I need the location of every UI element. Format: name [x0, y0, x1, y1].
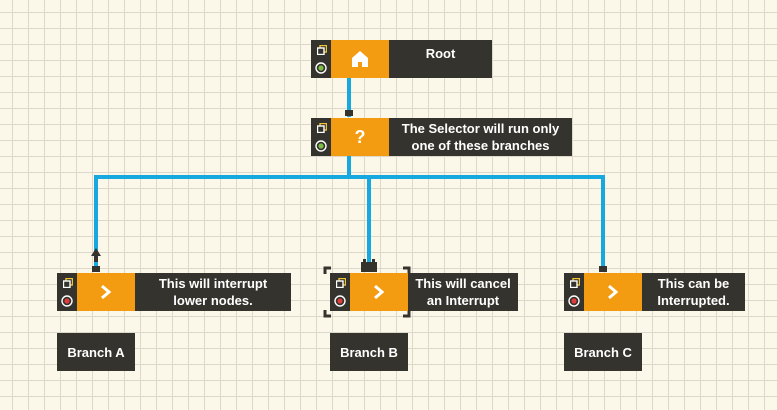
branch-b-node-text: This will cancel an Interrupt [408, 273, 518, 311]
interrupt-arrow-icon [91, 248, 101, 262]
branch-a-label[interactable]: Branch A [57, 333, 135, 371]
chevron-right-icon [374, 284, 385, 300]
branch-c-label[interactable]: Branch C [564, 333, 642, 371]
status-stopped-icon [61, 295, 73, 307]
status-active-icon [315, 62, 327, 74]
selector-node-text: The Selector will run only one of these … [389, 118, 572, 156]
branch-a-gutter [57, 273, 77, 311]
chevron-right-icon [608, 284, 619, 300]
branch-c-input-port [599, 266, 607, 272]
branch-a-icon-button[interactable] [77, 273, 135, 311]
branch-b-node[interactable]: This will cancel an Interrupt [330, 273, 518, 311]
branch-b-icon-button[interactable] [350, 273, 408, 311]
branch-c-icon-button[interactable] [584, 273, 642, 311]
branch-b-gutter [330, 273, 350, 311]
duplicate-icon[interactable] [317, 123, 327, 133]
root-icon-button[interactable] [331, 40, 389, 78]
branch-c-node[interactable]: This can be Interrupted. [564, 273, 745, 311]
selection-brackets [323, 266, 411, 318]
branch-b-label[interactable]: Branch B [330, 333, 408, 371]
home-icon [352, 51, 368, 67]
branch-a-input-port [92, 266, 100, 272]
selector-input-port [345, 110, 353, 116]
root-node[interactable]: Root [311, 40, 492, 78]
branch-a-node-text: This will interrupt lower nodes. [135, 273, 291, 311]
duplicate-icon[interactable] [336, 278, 346, 288]
duplicate-icon[interactable] [570, 278, 580, 288]
status-stopped-icon [568, 295, 580, 307]
selector-node[interactable]: ? The Selector will run only one of thes… [311, 118, 572, 156]
branch-c-gutter [564, 273, 584, 311]
duplicate-icon[interactable] [63, 278, 73, 288]
root-node-gutter [311, 40, 331, 78]
selector-node-gutter [311, 118, 331, 156]
cancel-block-icon [361, 259, 377, 272]
question-icon: ? [354, 126, 366, 147]
status-active-icon [315, 140, 327, 152]
root-node-text: Root [389, 40, 492, 78]
selector-icon-button[interactable]: ? [331, 118, 389, 156]
status-stopped-icon [334, 295, 346, 307]
branch-c-node-text: This can be Interrupted. [642, 273, 745, 311]
duplicate-icon[interactable] [317, 45, 327, 55]
branch-a-node[interactable]: This will interrupt lower nodes. [57, 273, 291, 311]
chevron-right-icon [101, 284, 112, 300]
